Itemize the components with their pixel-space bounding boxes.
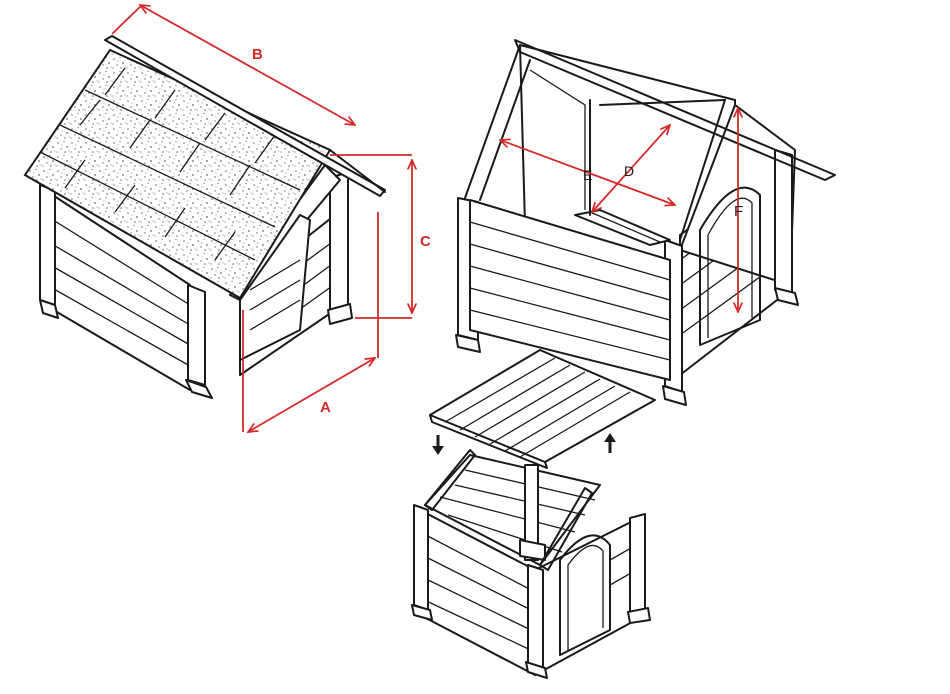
dimension-lines-left — [111, 5, 412, 432]
dimension-c-label: C — [420, 233, 431, 250]
dimension-a-label: A — [320, 399, 331, 416]
dimension-d-label: D — [624, 163, 634, 179]
arrow-up-icon — [604, 433, 616, 453]
interior-doghouse — [455, 39, 836, 406]
dimension-e-label: E — [583, 167, 592, 183]
dimension-lines-right — [500, 108, 738, 312]
assembled-doghouse — [23, 35, 386, 399]
roof-lid-assembly — [411, 349, 656, 679]
arrow-down-icon — [432, 435, 444, 455]
dimension-f-label: F — [734, 203, 743, 220]
dimension-b-label: B — [252, 46, 263, 63]
